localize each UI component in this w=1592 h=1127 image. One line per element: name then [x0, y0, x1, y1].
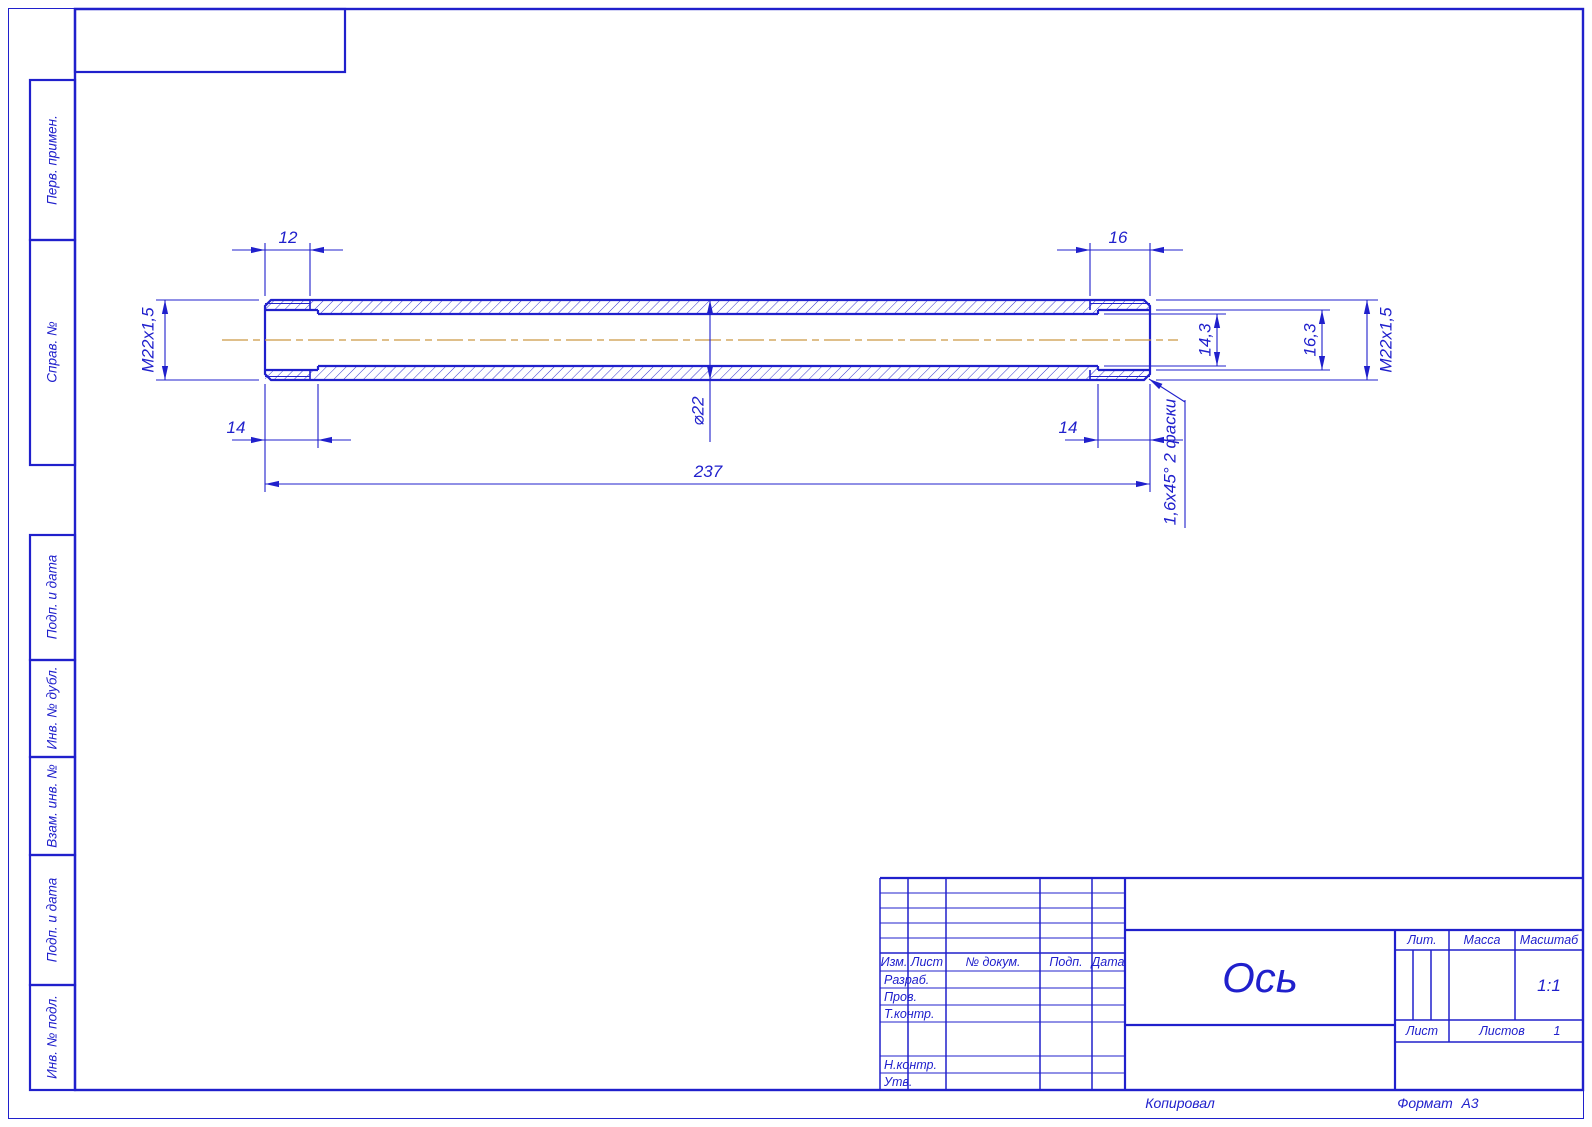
side-label-podp-data-2: Подп. и дата [45, 877, 60, 962]
tb-col-izm: Изм. [881, 955, 908, 969]
tb-scale-label: Масштаб [1520, 933, 1579, 947]
top-left-box [73, 7, 347, 74]
tb-row-razrab: Разраб. [884, 973, 929, 987]
chamfer-leader [1148, 378, 1186, 403]
tb-lit-label: Лит. [1406, 933, 1436, 947]
tb-sheet-label: Лист [1405, 1024, 1438, 1038]
main-frame [73, 7, 1585, 1092]
scale-value: 1:1 [1537, 976, 1561, 995]
dim-thread-length-right: 16 [1109, 228, 1128, 247]
side-label-sprav-no: Справ. № [45, 321, 60, 383]
format-label: Формат [1397, 1095, 1453, 1111]
tb-mass-label: Масса [1464, 933, 1501, 947]
dim-cbore-diameter: 16,3 [1301, 323, 1320, 357]
hatch-wall [265, 370, 318, 380]
dim-total-length: 237 [693, 462, 723, 481]
outer-border [8, 8, 1584, 1119]
tb-sheets-label: Листов [1478, 1024, 1525, 1038]
tb-col-data: Дата [1090, 955, 1125, 969]
tb-col-list: Лист [910, 955, 943, 969]
side-label-inv-podl: Инв. № подл. [45, 995, 60, 1079]
side-label-perv-primen: Перв. примен. [45, 115, 60, 205]
dim-outer-diameter: ⌀22 [689, 396, 708, 426]
dim-relief-left: 14 [227, 418, 246, 437]
dim-relief-right: 14 [1059, 418, 1078, 437]
dim-thread-left: М22х1,5 [139, 307, 158, 373]
side-label-podp-data-1: Подп. и дата [45, 554, 60, 639]
hatch-wall [1098, 370, 1150, 380]
hatch-wall [318, 300, 1098, 314]
hatch-wall [318, 366, 1098, 380]
sheets-value: 1 [1554, 1024, 1561, 1038]
tb-row-utv: Утв. [883, 1075, 912, 1089]
dim-thread-length-left: 12 [279, 228, 298, 247]
hatch-wall [1098, 300, 1150, 310]
shaft-section-view [222, 298, 1178, 382]
copied-label: Копировал [1145, 1095, 1215, 1111]
sheet-borders [8, 7, 1585, 1119]
hatch-wall [265, 300, 318, 310]
side-column: Перв. примен. Справ. № Подп. и дата Инв.… [28, 78, 77, 1092]
shaft-outline [263, 298, 1152, 382]
tb-row-tkontr: Т.контр. [884, 1007, 934, 1021]
dim-thread-right: М22х1,5 [1377, 307, 1396, 373]
dim-bore-diameter: 14,3 [1196, 323, 1215, 357]
chamfer-note: 1,6х45° 2 фаски [1161, 398, 1180, 525]
dimension-lines: 12 16 М22х1,5 М22х1,5 14 14 ⌀22 237 14,3… [139, 228, 1396, 528]
part-name: Ось [1222, 954, 1298, 1001]
format-value: А3 [1460, 1095, 1478, 1111]
side-label-vzam-inv: Взам. инв. № [45, 764, 60, 848]
side-label-inv-dubl: Инв. № дубл. [45, 666, 60, 749]
tb-row-prov: Пров. [884, 990, 917, 1004]
tb-row-nkontr: Н.контр. [884, 1058, 937, 1072]
tb-col-doc: № докум. [965, 955, 1020, 969]
title-block: Изм. Лист № докум. Подп. Дата Разраб. Пр… [879, 876, 1584, 1090]
tb-col-podp: Подп. [1049, 955, 1082, 969]
footer-labels: Копировал Формат А3 [1145, 1095, 1479, 1111]
